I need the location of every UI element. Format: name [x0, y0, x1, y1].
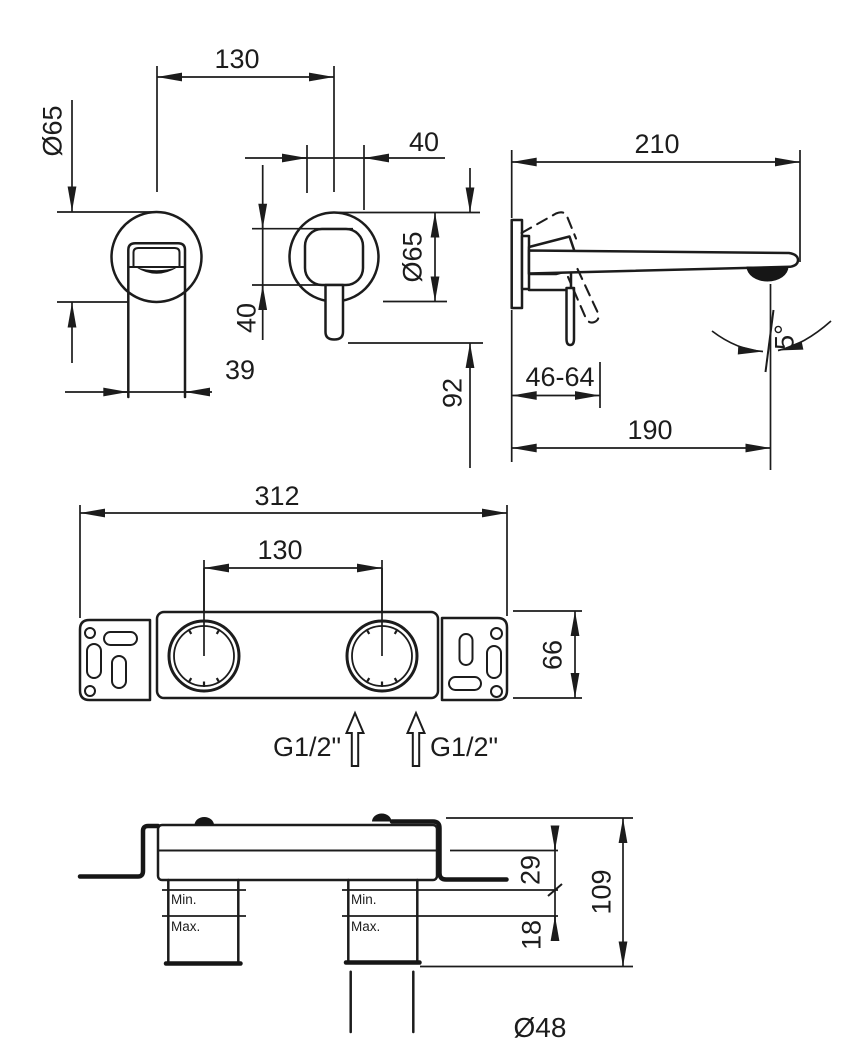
bracket-body-side — [156, 823, 439, 882]
label-max: Max. — [171, 919, 200, 934]
front-mixer-view: 40 40 Ø65 92 — [231, 127, 483, 468]
lever-side — [565, 286, 576, 347]
screw-hole — [490, 627, 503, 640]
angle-line — [764, 309, 775, 373]
lever-trim-face — [303, 227, 365, 287]
dim-overall-depth: 109 — [586, 869, 616, 914]
screw-head-bump — [372, 813, 392, 822]
body-underside — [527, 272, 573, 292]
escutcheon-circle — [110, 210, 203, 304]
dim-overall-width: 312 — [254, 481, 299, 511]
dim-spray-angle: 5° — [769, 324, 799, 350]
inlet-arrow-up-icon — [405, 710, 427, 767]
lever-down-position-dashed — [566, 267, 600, 324]
dim-plate-offset: 29 — [515, 855, 545, 885]
screw-head-bump — [194, 817, 214, 825]
slot-vertical — [111, 655, 127, 689]
label-right-inlet: G1/2" — [430, 732, 498, 762]
dim-adjust-range: 18 — [516, 920, 546, 950]
screw-hole — [490, 685, 503, 698]
connection-pipe — [349, 970, 415, 1034]
dim-hole-spacing: 130 — [214, 44, 259, 74]
inlet-arrow-up-icon — [344, 710, 366, 767]
spout-outline — [127, 242, 187, 399]
dim-spout-width: 39 — [225, 355, 255, 385]
dim-hole-spacing-bracket: 130 — [257, 535, 302, 565]
wall-escutcheon-side — [510, 218, 524, 310]
lever-handle — [324, 283, 345, 341]
angle-arc-right — [777, 320, 832, 352]
left-cylinder — [167, 878, 240, 964]
left-mount-tab — [77, 823, 161, 879]
dim-outlet-offset: 190 — [627, 415, 672, 445]
water-outlet-lip — [135, 267, 178, 274]
screw-hole — [84, 685, 96, 697]
dim-bracket-height: 66 — [537, 640, 567, 670]
dim-pipe-diameter: Ø48 — [514, 1012, 567, 1043]
right-flange — [440, 616, 509, 702]
screw-hole — [84, 627, 96, 639]
label-min: Min. — [171, 892, 197, 907]
dim-escutcheon-diameter: Ø65 — [37, 105, 67, 156]
front-spout-view: 130 Ø65 39 — [37, 44, 335, 399]
bracket-front-view: 312 130 66 G1/2" G1/2" — [78, 481, 582, 767]
slot-vertical — [86, 643, 102, 679]
dim-escutcheon-diameter-2: Ø65 — [397, 231, 427, 282]
label-min: Min. — [351, 892, 377, 907]
spout-inner-edge — [132, 247, 181, 267]
slot-vertical — [458, 633, 474, 666]
lever-up-position-dashed — [520, 211, 578, 240]
slot-vertical — [486, 645, 502, 679]
dimension-tick — [547, 883, 563, 897]
dim-spout-reach: 210 — [634, 129, 679, 159]
right-cylinder — [347, 878, 419, 963]
label-max: Max. — [351, 919, 380, 934]
right-mount-tab — [389, 819, 509, 882]
dim-trim-height: 40 — [231, 303, 261, 333]
bracket-side-view: Min. Max. Min. Max. 29 18 109 Ø48 — [77, 813, 633, 1043]
spout-side — [527, 249, 800, 275]
side-view: 210 5° 46-64 190 — [510, 129, 832, 470]
label-left-inlet: G1/2" — [273, 732, 341, 762]
dim-handle-clearance: 46-64 — [525, 362, 594, 392]
angle-arc-left — [711, 330, 764, 355]
dim-trim-width: 40 — [409, 127, 439, 157]
aerator-outlet — [746, 266, 789, 282]
slot-horizontal — [103, 631, 138, 646]
dim-handle-drop: 92 — [437, 378, 467, 408]
slot-horizontal — [448, 676, 482, 691]
left-flange — [78, 618, 152, 702]
